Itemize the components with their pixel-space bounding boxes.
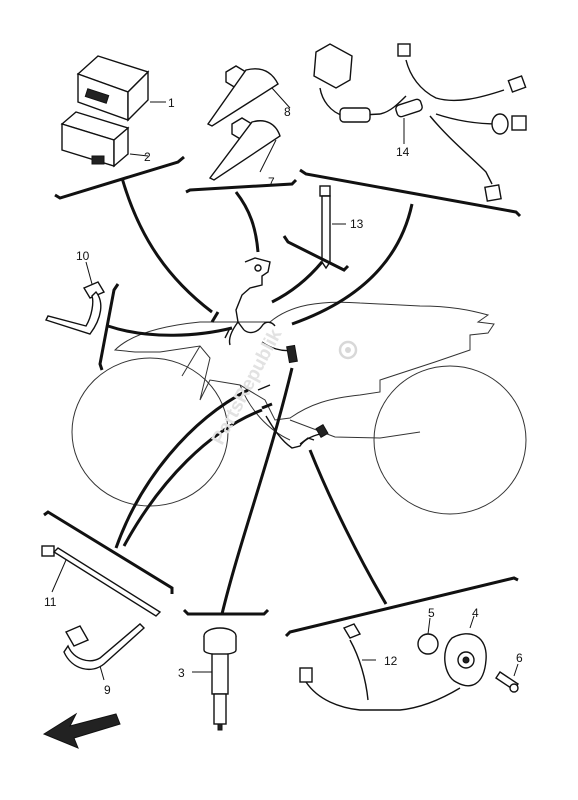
callout-6: 6 (516, 651, 523, 665)
bracket-part-1-2 (54, 155, 185, 200)
bracket-part-9-11 (43, 510, 174, 594)
front-fork (181, 345, 201, 377)
part-8-sleeve (206, 65, 291, 127)
part-3-coil (192, 627, 237, 731)
bracket-part-7-8 (185, 178, 298, 194)
part-9-band (63, 623, 146, 681)
part-11-tie (41, 545, 162, 617)
callout-13: 13 (350, 217, 364, 231)
callout-11: 11 (44, 595, 57, 609)
callout-12: 12 (384, 654, 398, 668)
bracket-part-4-6-12 (284, 576, 519, 638)
callout-2: 2 (144, 150, 151, 164)
callout-14: 14 (396, 145, 410, 159)
callout-5: 5 (428, 606, 435, 620)
swingarm (289, 419, 421, 439)
part-7-sleeve (208, 117, 281, 181)
rear-wheel (373, 365, 527, 515)
part-4-sensor (444, 615, 487, 687)
callout-4: 4 (472, 606, 479, 620)
part-6-bolt (495, 663, 519, 693)
part-1-ecu (76, 55, 166, 122)
front-arrow-icon (42, 712, 121, 749)
bike-body-outline (113, 301, 495, 421)
callout-3: 3 (178, 666, 185, 680)
bracket-part-10 (98, 283, 120, 371)
callout-7: 7 (268, 175, 275, 189)
part-10-band (45, 261, 106, 335)
callout-1: 1 (168, 96, 175, 110)
callout-10: 10 (76, 249, 90, 263)
bracket-part-14 (299, 168, 522, 218)
part-14-harness (313, 43, 527, 202)
part-12-wire (299, 623, 461, 711)
part-5-oring (417, 617, 439, 655)
watermark-gear-icon (338, 340, 358, 360)
bracket-part-3 (182, 608, 270, 616)
part-2-relay (60, 111, 149, 168)
callout-9: 9 (104, 683, 111, 697)
leader-arrows (107, 177, 414, 615)
callout-8: 8 (284, 105, 291, 119)
bracket-part-13 (282, 235, 350, 272)
callout-labels: 1 2 3 4 5 6 7 8 9 10 11 12 13 14 (44, 96, 523, 697)
part-13-tie (319, 185, 346, 270)
